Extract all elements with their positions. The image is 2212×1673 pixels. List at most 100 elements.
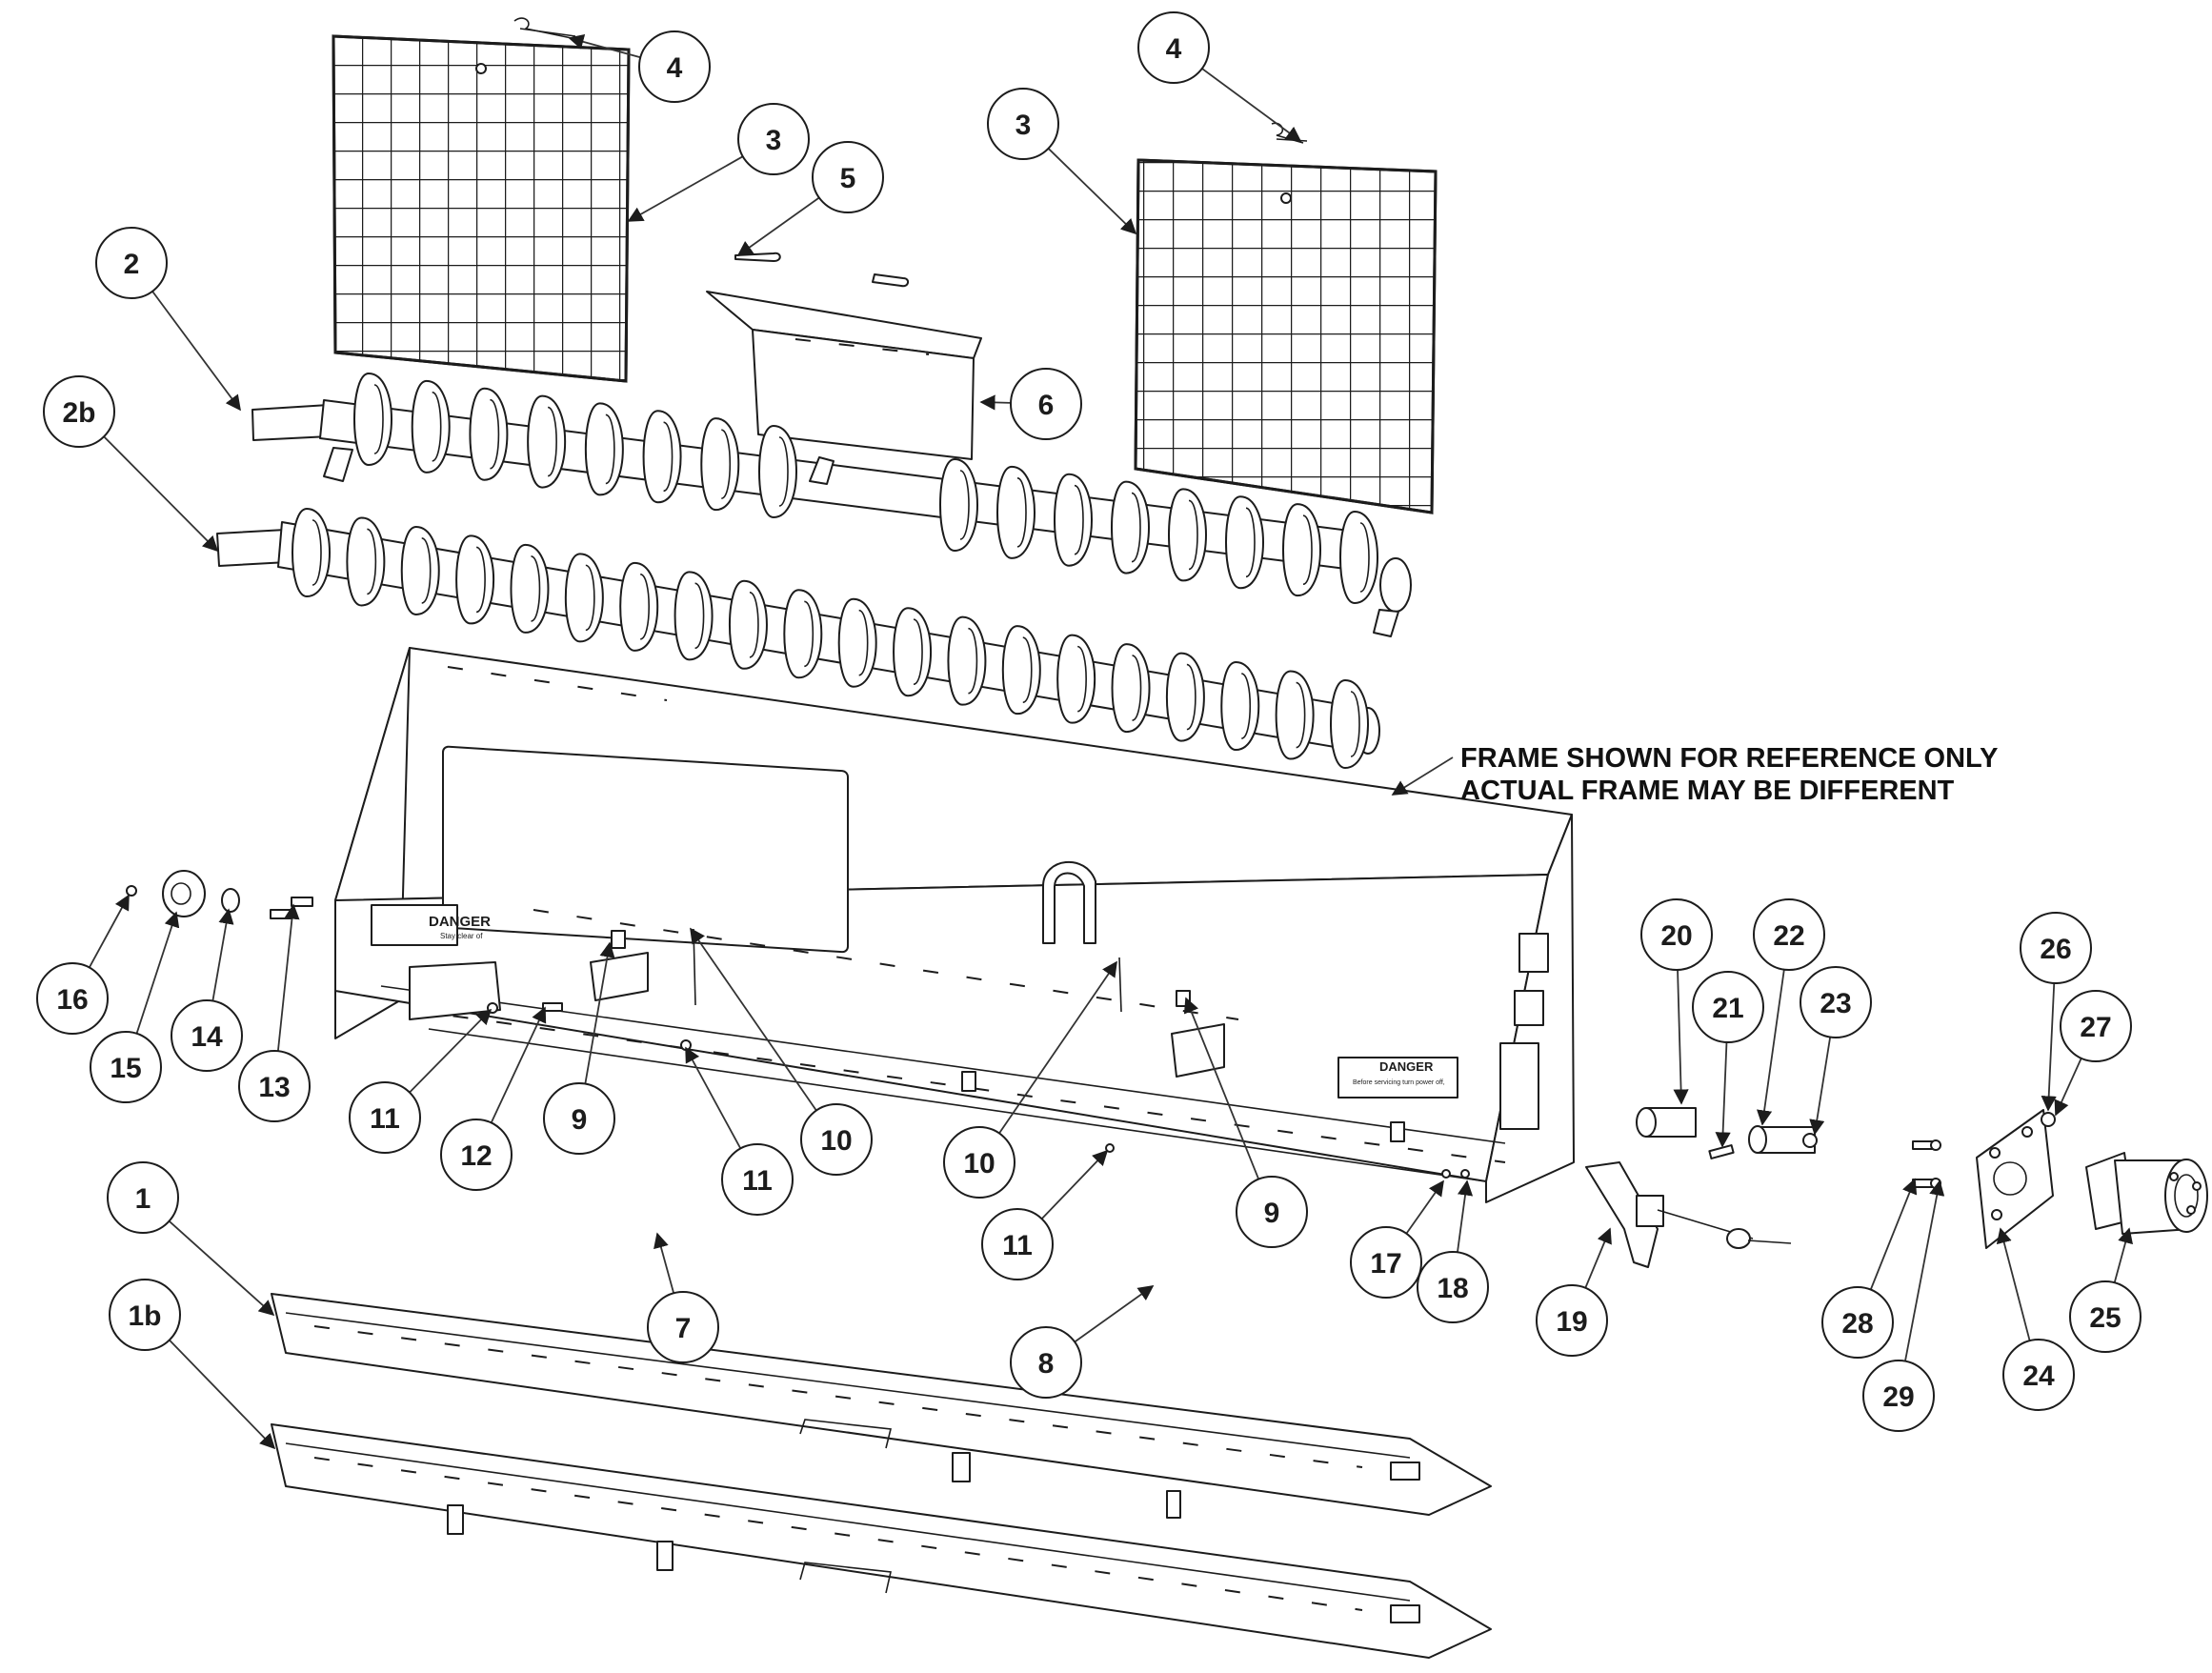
lockout-lever — [1585, 1161, 1792, 1268]
callout-11: 11 — [349, 1008, 493, 1154]
callout-7: 7 — [647, 1232, 719, 1363]
callout-2b: 2b — [43, 375, 219, 553]
rail-1 — [271, 1293, 1492, 1519]
callout-3: 3 — [627, 103, 810, 222]
callout-label: 4 — [667, 52, 683, 84]
callout-label: 1b — [128, 1300, 161, 1332]
deflector-plate — [706, 291, 982, 460]
frame-hardware — [487, 928, 1470, 1179]
callout-label: 28 — [1841, 1308, 1873, 1340]
callout-26: 26 — [2020, 912, 2092, 1112]
callout-3: 3 — [987, 88, 1137, 235]
callout-21: 21 — [1692, 971, 1764, 1148]
callout-25: 25 — [2069, 1227, 2142, 1353]
callout-8: 8 — [1010, 1285, 1155, 1399]
callout-label: 11 — [370, 1103, 400, 1135]
callout-2: 2 — [95, 227, 241, 412]
callout-9: 9 — [543, 941, 615, 1155]
callout-4: 4 — [1137, 11, 1302, 142]
callout-13: 13 — [238, 903, 311, 1122]
callout-label: 9 — [1264, 1198, 1280, 1229]
callout-label: 9 — [572, 1104, 588, 1136]
callout-label: 27 — [2080, 1012, 2111, 1043]
callout-label: 13 — [258, 1072, 290, 1103]
callout-10: 10 — [943, 960, 1117, 1199]
callout-29: 29 — [1862, 1179, 1945, 1432]
callout-label: 10 — [820, 1125, 852, 1157]
callout-label: 5 — [840, 163, 856, 194]
callout-5: 5 — [736, 141, 884, 256]
frame-reference-note: FRAME SHOWN FOR REFERENCE ONLY ACTUAL FR… — [1391, 743, 1998, 806]
callout-4: 4 — [568, 30, 711, 103]
auger-upper — [251, 373, 1378, 604]
callout-label: 7 — [675, 1313, 692, 1344]
callout-11: 11 — [685, 1046, 794, 1216]
callout-label: 17 — [1370, 1248, 1401, 1280]
callout-label: 19 — [1556, 1306, 1587, 1338]
svg-text:DANGER: DANGER — [429, 914, 491, 930]
callout-14: 14 — [171, 908, 243, 1072]
callout-label: 6 — [1038, 390, 1055, 421]
callout-label: 24 — [2022, 1361, 2055, 1392]
callout-1b: 1b — [109, 1279, 276, 1450]
bearing-hardware-left — [126, 870, 313, 919]
grate-left — [332, 34, 631, 383]
svg-text:Stay clear of: Stay clear of — [440, 932, 483, 940]
callout-28: 28 — [1821, 1178, 1918, 1359]
auger-lower — [216, 508, 1412, 769]
hair-pin-clip-left — [513, 17, 576, 39]
callout-17: 17 — [1350, 1179, 1444, 1299]
callout-19: 19 — [1536, 1227, 1612, 1357]
callout-18: 18 — [1417, 1179, 1489, 1323]
callout-9: 9 — [1183, 997, 1308, 1248]
callout-label: 2 — [124, 249, 140, 280]
danger-decal-left: DANGER Stay clear of — [429, 914, 491, 940]
callout-label: 25 — [2089, 1302, 2121, 1334]
svg-text:DANGER: DANGER — [1379, 1059, 1434, 1074]
note-line-2: ACTUAL FRAME MAY BE DIFFERENT — [1460, 776, 1955, 806]
callout-label: 21 — [1712, 993, 1743, 1024]
callout-label: 16 — [56, 984, 88, 1016]
callout-10: 10 — [690, 927, 873, 1176]
hydraulic-motor — [2085, 1152, 2208, 1235]
callout-label: 14 — [191, 1021, 223, 1053]
callout-27: 27 — [2054, 990, 2132, 1117]
callout-label: 11 — [1002, 1230, 1033, 1261]
callout-label: 4 — [1166, 33, 1182, 65]
callout-20: 20 — [1640, 898, 1713, 1105]
callout-label: 29 — [1882, 1381, 1914, 1413]
callout-label: 22 — [1773, 920, 1804, 952]
callout-label: 26 — [2040, 934, 2071, 965]
callout-12: 12 — [440, 1006, 547, 1191]
callout-22: 22 — [1753, 898, 1825, 1126]
callout-label: 2b — [62, 397, 95, 429]
handle-left — [605, 1146, 700, 1239]
callout-11: 11 — [981, 1149, 1109, 1280]
callout-15: 15 — [90, 911, 180, 1103]
grate-right — [1134, 158, 1438, 514]
callout-label: 8 — [1038, 1348, 1055, 1380]
callout-label: 10 — [963, 1148, 995, 1179]
deflector-clips — [734, 252, 909, 288]
callout-24: 24 — [1996, 1227, 2075, 1411]
callout-16: 16 — [36, 894, 130, 1035]
callout-label: 12 — [460, 1140, 492, 1172]
callout-label: 23 — [1820, 988, 1851, 1019]
callout-1: 1 — [107, 1161, 275, 1317]
callout-label: 3 — [766, 125, 782, 156]
handle-right — [1086, 1213, 1191, 1300]
svg-text:Before servicing turn power of: Before servicing turn power off, — [1353, 1079, 1445, 1086]
callout-label: 20 — [1660, 920, 1692, 952]
danger-decal-right: DANGER Before servicing turn power off, — [1353, 1059, 1445, 1086]
callout-label: 15 — [110, 1053, 141, 1084]
note-line-1: FRAME SHOWN FOR REFERENCE ONLY — [1460, 743, 1998, 774]
motor-mount-plate — [1912, 1109, 2056, 1249]
callout-label: 1 — [135, 1183, 151, 1215]
hopper-frame — [334, 647, 1575, 1203]
bushing-hardware — [1636, 1107, 1818, 1159]
callout-balloons: 435262b4316151413111291110101197811b1718… — [36, 11, 2142, 1450]
callout-label: 3 — [1016, 110, 1032, 141]
callout-6: 6 — [979, 368, 1082, 440]
callout-label: 11 — [742, 1165, 773, 1197]
